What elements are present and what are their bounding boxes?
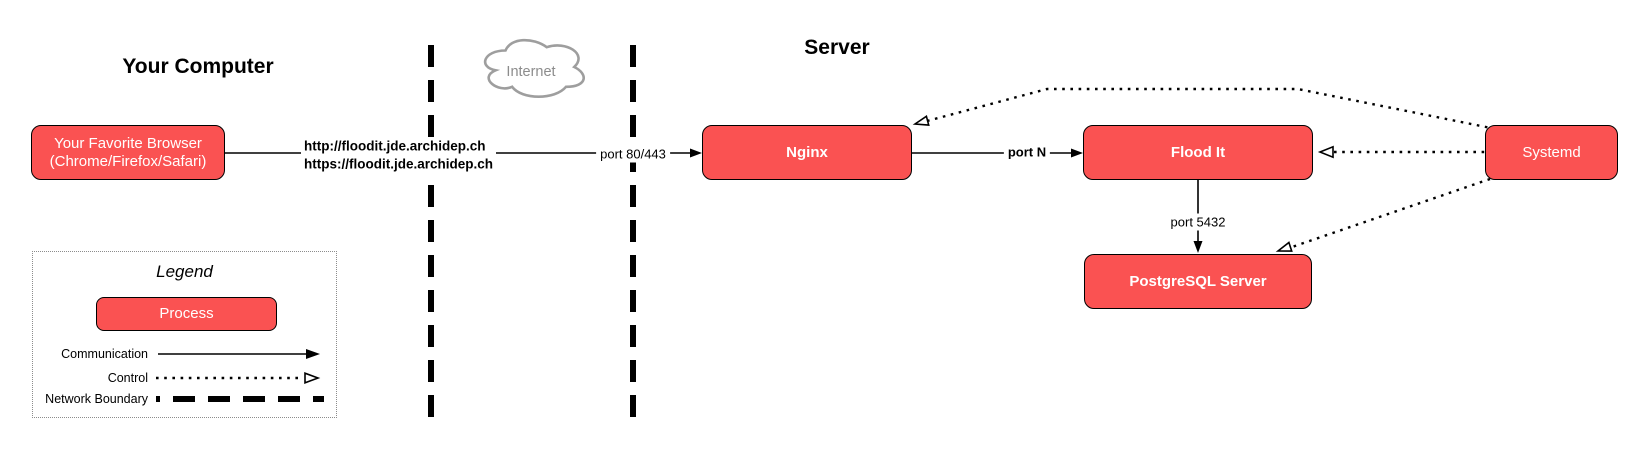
- node-browser-label-line1: Your Favorite Browser: [54, 134, 202, 152]
- section-title-server: Server: [804, 36, 870, 59]
- legend-title: Legend: [156, 262, 213, 281]
- legend-process-label: Process: [159, 305, 214, 322]
- legend-label-communication: Communication: [61, 347, 148, 361]
- edge-label-port-n: port N: [1003, 143, 1051, 161]
- edge-label-port-5432: port 5432: [1166, 213, 1230, 231]
- control-line-systemd-postgresql: [1291, 177, 1491, 249]
- edge-label-url-https: https://floodit.jde.archidep.ch: [304, 156, 493, 171]
- legend-control-arrowhead-icon: [304, 372, 321, 384]
- arrowhead-into-postgresql-icon: [1193, 241, 1203, 253]
- node-postgresql: PostgreSQL Server: [1084, 254, 1312, 309]
- node-flood-it-label: Flood It: [1170, 143, 1226, 161]
- control-line-systemd-nginx: [926, 87, 1492, 130]
- legend-communication-arrowhead-icon: [306, 349, 320, 359]
- control-arrowhead-nginx-icon: [912, 115, 930, 126]
- legend-box: [32, 251, 337, 418]
- edge-label-port-80-443: port 80/443: [596, 145, 670, 163]
- edge-label-urls: http://floodit.jde.archidep.ch https://f…: [301, 137, 496, 173]
- node-nginx: Nginx: [702, 125, 912, 180]
- section-title-your-computer: Your Computer: [122, 55, 274, 78]
- control-arrowhead-postgresql-icon: [1275, 241, 1293, 252]
- arrowhead-into-nginx-icon: [690, 148, 702, 158]
- node-systemd-label: Systemd: [1522, 143, 1581, 161]
- node-postgresql-label: PostgreSQL Server: [1129, 272, 1267, 290]
- internet-cloud-label: Internet: [506, 64, 556, 80]
- node-browser: Your Favorite Browser (Chrome/Firefox/Sa…: [31, 125, 225, 180]
- node-browser-label-line2: (Chrome/Firefox/Safari): [49, 152, 207, 170]
- arrowhead-into-floodit-icon: [1071, 148, 1083, 158]
- control-arrowhead-floodit-icon: [1317, 145, 1334, 159]
- node-systemd: Systemd: [1485, 125, 1618, 180]
- edge-label-url-http: http://floodit.jde.archidep.ch: [304, 138, 486, 154]
- legend-label-network-boundary: Network Boundary: [45, 392, 148, 406]
- node-nginx-label: Nginx: [786, 143, 828, 161]
- legend-label-control: Control: [107, 371, 148, 385]
- legend-process-node: Process: [96, 297, 277, 331]
- node-flood-it: Flood It: [1083, 125, 1313, 180]
- internet-cloud-icon: [483, 38, 585, 98]
